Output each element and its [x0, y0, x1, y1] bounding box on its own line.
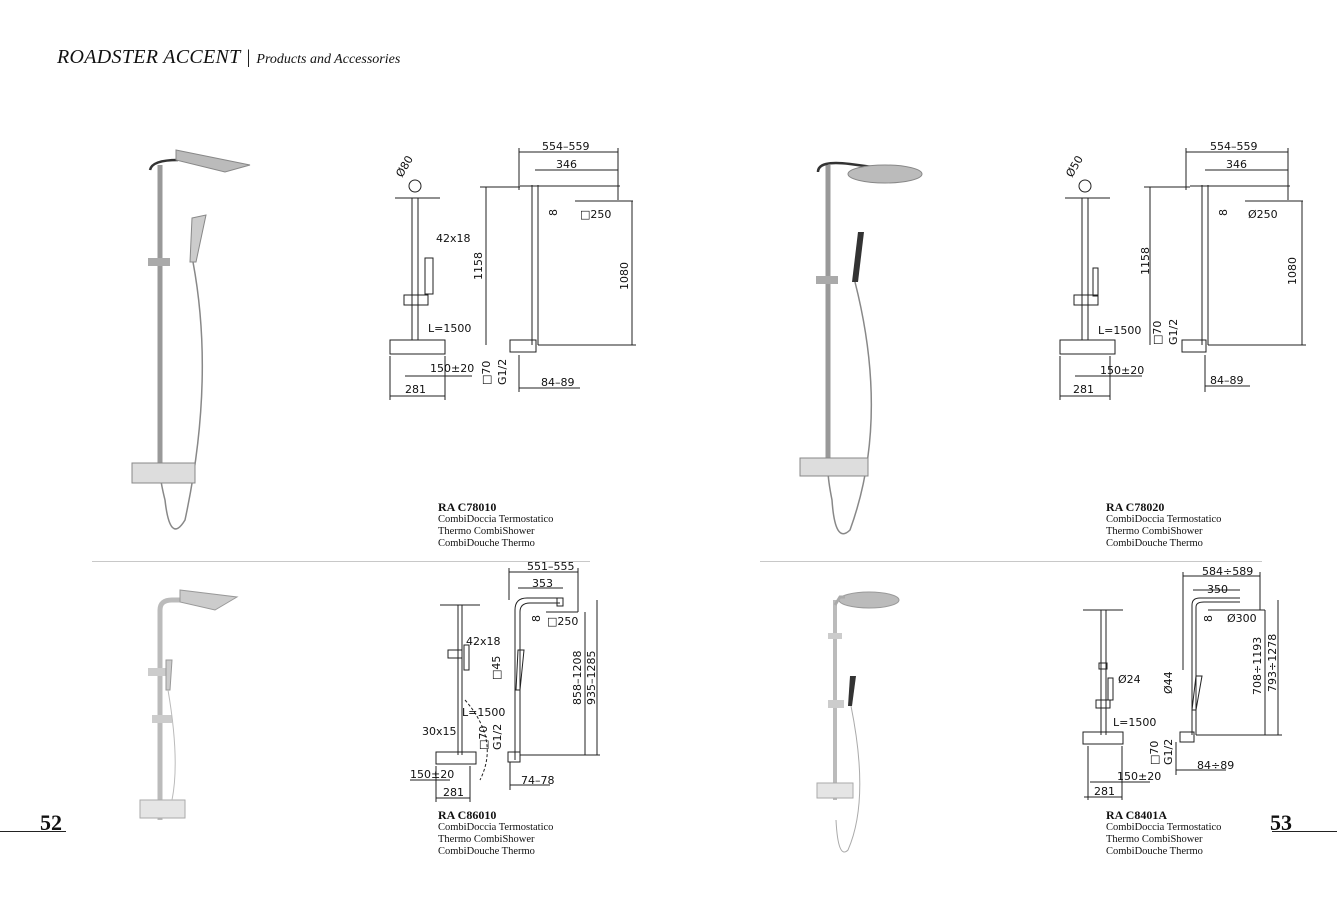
page-number-left: 52 — [40, 810, 62, 835]
product-desc-fr: CombiDouche Thermo — [438, 846, 535, 857]
product-photo-c78020 — [799, 161, 923, 535]
product-desc-en: Thermo CombiShower — [438, 526, 535, 537]
dimension-label: 84÷89 — [1197, 759, 1234, 772]
dimension-label: □45 — [490, 656, 503, 680]
product-desc-en: Thermo CombiShower — [1106, 526, 1203, 537]
dimension-label: □250 — [547, 615, 578, 628]
dimension-label: 30x15 — [422, 725, 457, 738]
page-rule-right — [1272, 831, 1337, 832]
product-photo-c86010 — [139, 589, 239, 820]
dimension-label: 281 — [443, 786, 464, 799]
product-code: RA C78010 — [438, 500, 497, 514]
dimension-label: 353 — [532, 577, 553, 590]
product-code: RA C8401A — [1106, 808, 1168, 822]
dimension-label: 42x18 — [466, 635, 501, 648]
dimension-label: 793÷1278 — [1266, 634, 1279, 692]
dimension-label: 346 — [556, 158, 577, 171]
header-subtitle: Products and Accessories — [256, 52, 401, 67]
dimension-label: 74–78 — [521, 774, 555, 787]
product-desc-en: Thermo CombiShower — [1106, 834, 1203, 845]
dimension-label: 858–1208 — [571, 651, 584, 706]
product-code: RA C86010 — [438, 808, 497, 822]
dimension-label: 281 — [1073, 383, 1094, 396]
dimension-label: Ø250 — [1248, 208, 1278, 221]
dimension-label: 1080 — [618, 262, 631, 290]
product-desc-fr: CombiDouche Thermo — [1106, 846, 1203, 857]
product-caption-c78020: RA C78020 CombiDoccia Termostatico Therm… — [1106, 500, 1221, 550]
header-separator: | — [246, 47, 251, 68]
page-number-right: 53 — [1270, 810, 1292, 835]
dimension-label: L=1500 — [1098, 324, 1141, 337]
drawing-c78010: 281 150±20 L=1500 42x18 Ø80 554–559 346 … — [389, 140, 636, 400]
product-desc-it: CombiDoccia Termostatico — [438, 822, 554, 833]
dimension-label: 350 — [1207, 583, 1228, 596]
product-code: RA C78020 — [1106, 500, 1165, 514]
dimension-label: 8 — [1217, 209, 1230, 216]
product-desc-it: CombiDoccia Termostatico — [1106, 822, 1222, 833]
dimension-label: Ø50 — [1063, 153, 1086, 179]
dimension-label: Ø24 — [1118, 673, 1141, 686]
product-caption-c86010: RA C86010 CombiDoccia Termostatico Therm… — [438, 808, 553, 858]
dimension-label: G1/2 — [496, 359, 509, 385]
product-desc-fr: CombiDouche Thermo — [1106, 538, 1203, 549]
dimension-label: Ø300 — [1227, 612, 1257, 625]
dimension-label: 554–559 — [1210, 140, 1258, 153]
dimension-label: 8 — [1202, 615, 1215, 622]
dimension-label: 150±20 — [1117, 770, 1161, 783]
dimension-label: 935–1285 — [585, 651, 598, 706]
product-desc-en: Thermo CombiShower — [438, 834, 535, 845]
dimension-label: 42x18 — [436, 232, 471, 245]
dimension-label: L=1500 — [1113, 716, 1156, 729]
dimension-label: 1158 — [472, 252, 485, 280]
dimension-label: 1080 — [1286, 257, 1299, 285]
drawing-c86010: 281 150±20 30x15 L=1500 42x18 551–555 35… — [410, 560, 600, 802]
drawing-c78020: 281 150±20 L=1500 Ø50 554–559 346 8 Ø250… — [1059, 140, 1306, 400]
dimension-label: 8 — [547, 209, 560, 216]
dimension-label: G1/2 — [1167, 319, 1180, 345]
divider-left — [92, 561, 590, 562]
dimension-label: 150±20 — [1100, 364, 1144, 377]
dimension-label: 708÷1193 — [1251, 637, 1264, 695]
divider-right — [760, 561, 1262, 562]
product-desc-fr: CombiDouche Thermo — [438, 538, 535, 549]
dimension-label: 84–89 — [1210, 374, 1244, 387]
page-header: ROADSTER ACCENT| Products and Accessories — [57, 46, 400, 69]
product-desc-it: CombiDoccia Termostatico — [1106, 514, 1222, 525]
product-desc-it: CombiDoccia Termostatico — [438, 514, 554, 525]
dimension-label: □70 — [1148, 741, 1161, 765]
dimension-label: □70 — [477, 726, 490, 750]
dimension-label: 150±20 — [410, 768, 454, 781]
dimension-label: □250 — [580, 208, 611, 221]
product-caption-c78010: RA C78010 CombiDoccia Termostatico Therm… — [438, 500, 553, 550]
dimension-label: L=1500 — [428, 322, 471, 335]
product-caption-c8401a: RA C8401A CombiDoccia Termostatico Therm… — [1106, 808, 1221, 858]
dimension-label: G1/2 — [491, 724, 504, 750]
dimension-label: 281 — [1094, 785, 1115, 798]
dimension-label: □70 — [1151, 321, 1164, 345]
dimension-label: 8 — [530, 615, 543, 622]
dimension-label: 150±20 — [430, 362, 474, 375]
dimension-label: 281 — [405, 383, 426, 396]
product-photo-c78010 — [131, 149, 251, 530]
dimension-label: 84–89 — [541, 376, 575, 389]
drawing-c8401a: Ø24 L=1500 281 150±20 584÷589 350 8 Ø300… — [1082, 565, 1282, 800]
dimension-label: 1158 — [1139, 247, 1152, 275]
dimension-label: Ø44 — [1162, 671, 1175, 694]
dimension-label: 554–559 — [542, 140, 590, 153]
product-photo-c8401a — [816, 591, 900, 853]
dimension-label: L=1500 — [462, 706, 505, 719]
dimension-label: Ø80 — [393, 153, 416, 179]
brand-title: ROADSTER ACCENT — [57, 46, 241, 68]
dimension-label: 346 — [1226, 158, 1247, 171]
page-rule-left — [0, 831, 66, 832]
dimension-label: □70 — [480, 361, 493, 385]
dimension-label: G1/2 — [1162, 739, 1175, 765]
dimension-label: 584÷589 — [1202, 565, 1253, 578]
